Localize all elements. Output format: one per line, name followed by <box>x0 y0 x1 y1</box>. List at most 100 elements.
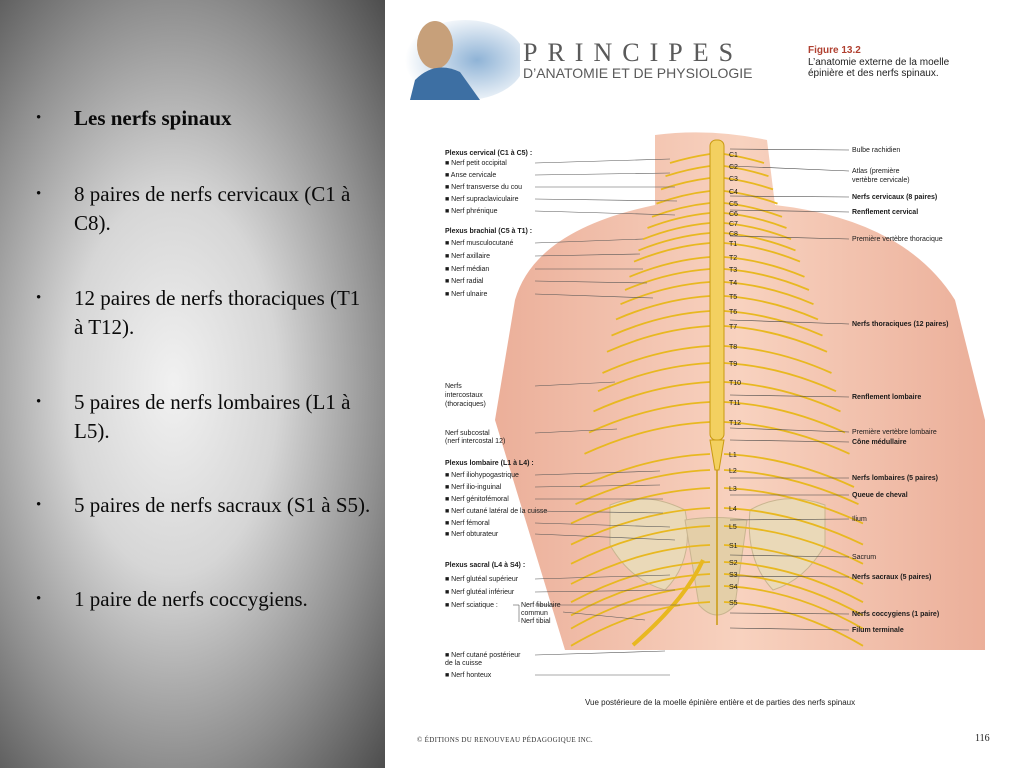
spinal-nerve-left <box>656 190 711 205</box>
spinal-nerve-left <box>593 381 711 413</box>
spinal-nerve-left <box>579 453 711 488</box>
nerve-label: Nerf subcostal <box>445 430 490 437</box>
nerve-label: ■ Nerf génitofémoral <box>445 496 509 503</box>
vertebra-label: L3 <box>729 486 737 493</box>
structure-label: Nerfs cervicaux (8 paires) <box>852 194 937 201</box>
structure-label: Nerfs thoraciques (12 paires) <box>852 321 948 328</box>
leader-line <box>729 148 850 151</box>
leader-line <box>534 470 661 476</box>
spinal-nerve-left <box>669 153 711 164</box>
bullet-glyph: • <box>36 497 42 513</box>
spinal-nerve-right <box>723 177 774 191</box>
spinal-nerves <box>570 153 864 647</box>
nerve-label: ■ Nerf glutéal supérieur <box>445 576 519 583</box>
vertebra-label: T2 <box>729 255 737 262</box>
leader-line <box>729 394 850 398</box>
bullet-text: 5 paires de nerfs sacraux (S1 à S5). <box>74 493 371 517</box>
vertebra-label: C5 <box>729 201 738 208</box>
vertebra-label: L5 <box>729 524 737 531</box>
spinal-nerve-left <box>602 345 711 374</box>
plexus-heading: Plexus brachial (C5 à T1) : <box>445 228 532 235</box>
structure-label: vertèbre cervicale) <box>852 177 910 184</box>
nerve-label: ■ Nerf iliohypogastrique <box>445 472 519 479</box>
vertebra-label: T7 <box>729 324 737 331</box>
vertebra-label: T6 <box>729 309 737 316</box>
spinal-nerve-left <box>615 295 711 321</box>
nerve-label: ■ Nerf ulnaire <box>445 291 487 298</box>
spinal-nerve-right <box>723 268 810 291</box>
vertebra-label: T3 <box>729 267 737 274</box>
structure-label: Queue de cheval <box>852 492 908 499</box>
copyright-notice: © ÉDITIONS DU RENOUVEAU PÉDAGOGIQUE INC. <box>417 736 593 744</box>
vertebra-label: T9 <box>729 361 737 368</box>
leader-line <box>729 427 850 433</box>
spinal-nerve-right <box>723 573 864 617</box>
leader-line <box>534 484 661 488</box>
nerve-label: ■ Nerf radial <box>445 278 484 285</box>
nerve-label: ■ Nerf transverse du cou <box>445 184 522 191</box>
spinal-nerve-right <box>723 381 841 413</box>
nerve-label: de la cuisse <box>445 660 482 667</box>
bullet-glyph: • <box>36 394 42 410</box>
vertebra-label: C8 <box>729 231 738 238</box>
spinal-nerve-left <box>660 177 711 191</box>
vertebra-label: S3 <box>729 572 738 579</box>
leader-line <box>729 319 850 325</box>
leader-line <box>534 172 671 176</box>
spinal-cord <box>709 139 725 625</box>
vertebra-label: L4 <box>729 506 737 513</box>
spinal-nerve-left <box>588 401 711 434</box>
spinal-nerve-left <box>629 256 711 278</box>
spinal-nerve-right <box>723 362 837 393</box>
spinal-nerve-left <box>638 232 711 252</box>
sciatic-branch-label: Nerf tibial <box>521 618 551 625</box>
leader-line <box>729 575 850 578</box>
structure-label: Ilium <box>852 516 867 523</box>
structure-label: Cône médullaire <box>852 439 907 446</box>
figure-number: Figure 13.2 <box>808 45 861 56</box>
vertebra-label: T11 <box>729 400 741 407</box>
leader-line <box>729 554 850 558</box>
vertebra-label: T10 <box>729 380 741 387</box>
leader-line <box>534 589 676 593</box>
sciatic-branch-label: Nerf fibulaire <box>521 602 561 609</box>
spinal-nerve-right <box>723 487 864 525</box>
spinal-nerve-left <box>597 362 711 393</box>
spinal-nerve-left <box>584 421 711 455</box>
nerve-label: ■ Nerf obturateur <box>445 531 499 538</box>
spinal-nerve-right <box>723 453 855 488</box>
leader-line <box>729 235 850 240</box>
vertebra-label: C2 <box>729 164 738 171</box>
spinal-nerve-left <box>665 165 711 178</box>
nerve-label: ■ Nerf fémoral <box>445 520 490 527</box>
plexus-heading: Plexus sacral (L4 à S4) : <box>445 562 525 569</box>
leader-line <box>534 238 644 244</box>
spinal-nerve-left <box>570 601 711 647</box>
nerve-label: ■ Nerf petit occipital <box>445 160 507 167</box>
vertebra-label: S1 <box>729 543 738 550</box>
nerve-label: (nerf intercostal 12) <box>445 438 505 445</box>
figure-caption: L’anatomie externe de la moelle épinière… <box>808 57 950 79</box>
vertebra-label: L1 <box>729 452 737 459</box>
leader-line <box>729 627 850 631</box>
spinal-nerve-right <box>723 310 823 337</box>
spinal-nerve-right <box>723 295 819 321</box>
spinal-nerve-left <box>620 281 711 306</box>
structure-label: Sacrum <box>852 554 876 561</box>
textbook-figure-panel: PRINCIPES D’ANATOMIE ET DE PHYSIOLOGIE F… <box>385 0 1024 768</box>
leader-line <box>534 293 654 299</box>
leader-line <box>729 518 850 521</box>
bullet-glyph: • <box>36 591 42 607</box>
leader-line <box>729 209 850 213</box>
spinal-nerve-right <box>723 561 864 603</box>
nerve-label: Nerfs <box>445 383 462 390</box>
book-cover-icon <box>405 20 520 100</box>
diagram-caption: Vue postérieure de la moelle épinière en… <box>585 698 856 707</box>
slide-text-panel: •Les nerfs spinaux•8 paires de nerfs cer… <box>0 0 385 768</box>
structure-label: Bulbe rachidien <box>852 147 900 154</box>
plexus-heading: Plexus cervical (C1 à C5) : <box>445 150 532 157</box>
structure-label: Nerfs lombaires (5 paires) <box>852 475 938 482</box>
leader-line <box>534 574 671 580</box>
spinal-nerve-left <box>633 242 711 263</box>
structure-label: Nerfs coccygiens (1 paire) <box>852 611 939 618</box>
